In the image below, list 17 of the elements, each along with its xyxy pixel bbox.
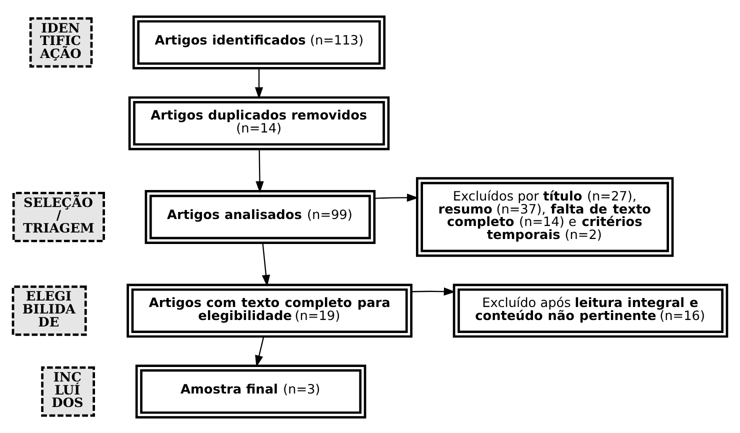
- arrow: [254, 68, 264, 98]
- node-box: ELEGI BILIDA DE: [12, 285, 87, 336]
- node-box: Excluído após leitura integral e conteúdo não pertinente (n=16): [452, 283, 728, 338]
- arrow: [262, 242, 270, 286]
- node-box: IDEN TIFIC AÇÃO: [29, 16, 93, 68]
- arrow: [374, 193, 419, 202]
- node-box: Amostra final (n=3): [135, 364, 366, 418]
- node-box: Excluídos por título (n=27), resumo (n=37), falta de texto completo (n=14) e critérios temporais (n=2): [416, 176, 674, 256]
- node-box: SELEÇÃO / TRIAGEM: [12, 191, 105, 242]
- node-box: Artigos duplicados removidos (n=14): [128, 96, 390, 150]
- node-box: Artigos identificados (n=113): [132, 15, 386, 69]
- node-box: Artigos com texto completo para elegibilidade (n=19): [126, 283, 412, 338]
- node-box: INC LUÍ DOS: [41, 366, 95, 416]
- arrow: [256, 148, 264, 192]
- node-box: Artigos analisados (n=99): [144, 190, 376, 244]
- arrow: [412, 286, 456, 296]
- arrow: [255, 336, 264, 367]
